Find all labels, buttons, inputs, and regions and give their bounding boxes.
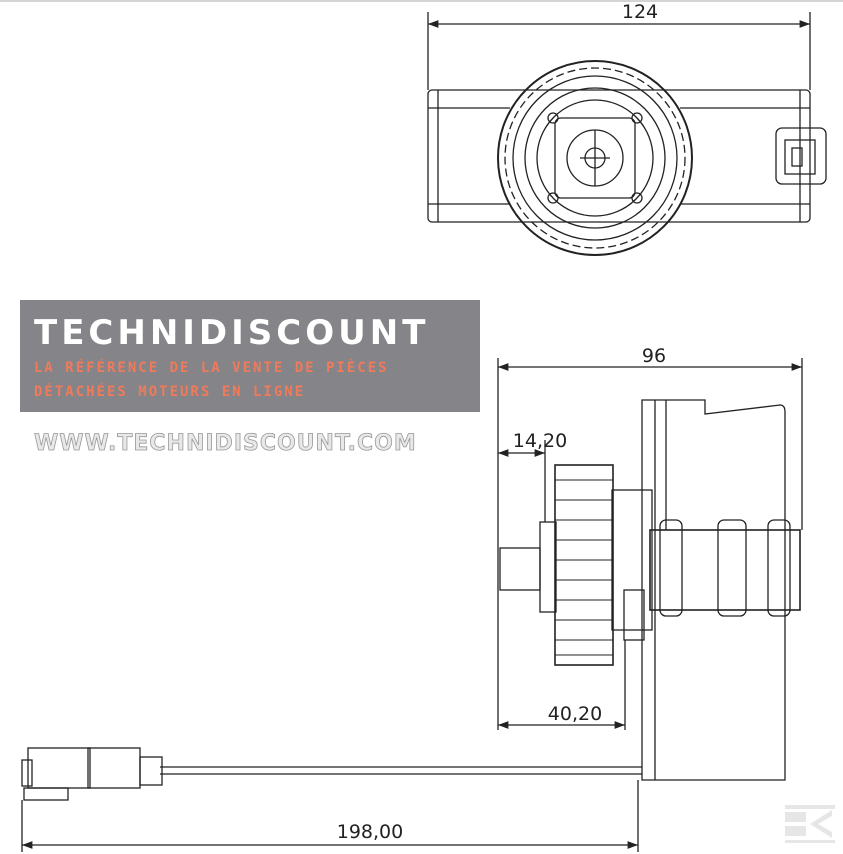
watermark-banner: [20, 300, 480, 412]
watermark-tagline-1: LA RÉFÉRENCE DE LA VENTE DE PIÈCES: [34, 359, 389, 376]
dimension-198: 198,00: [337, 821, 403, 843]
side-view: [21, 358, 803, 852]
hub-connector: [499, 547, 541, 591]
watermark-brand: TECHNIDISCOUNT: [34, 313, 429, 353]
watermark-url: WWW.TECHNIDISCOUNT.COM: [34, 431, 417, 456]
fan-wheel: [554, 464, 614, 666]
connector-top: [775, 127, 827, 185]
cable-connector: [27, 747, 91, 789]
dimension-40-20: 40,20: [548, 703, 602, 725]
k-logo: [785, 805, 835, 843]
dimension-14-20: 14,20: [513, 430, 567, 452]
watermark: TECHNIDISCOUNT LA RÉFÉRENCE DE LA VENTE …: [20, 300, 480, 456]
top-view: [427, 12, 827, 256]
dimension-124: 124: [622, 1, 658, 23]
screw-icons: [547, 112, 643, 204]
dimension-96: 96: [642, 345, 666, 367]
watermark-tagline-2: DÉTACHÉES MOTEURS EN LIGNE: [34, 383, 305, 400]
